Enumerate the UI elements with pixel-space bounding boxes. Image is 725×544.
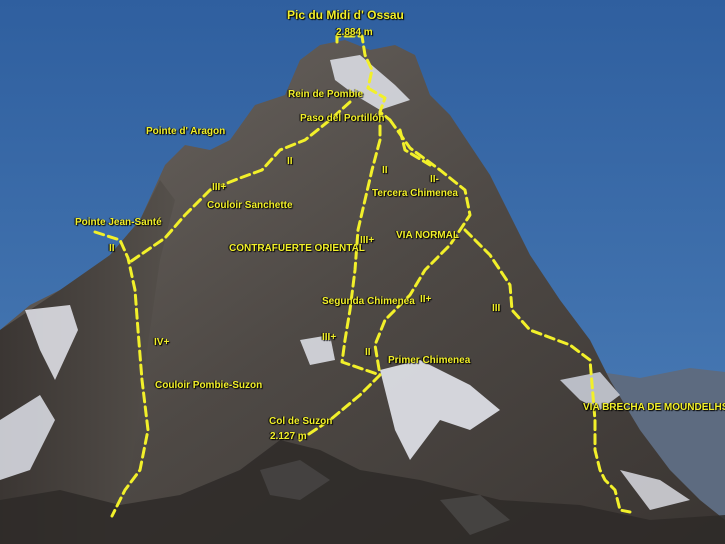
label-pointe-jean-sante: Pointe Jean-Santé [75, 217, 162, 228]
foreground-ridge [0, 440, 725, 544]
right-low-snow [620, 470, 690, 510]
grade-8: III [492, 303, 501, 314]
small-snow [300, 335, 335, 365]
route-contrafuerte [340, 110, 382, 377]
grade-10: III+ [322, 332, 337, 343]
label-via-normal: VIA NORMAL [396, 230, 459, 241]
label-tercera-chimenea: Tercera Chimenea [372, 188, 458, 199]
label-paso-portillon: Paso del Portillón [300, 113, 385, 124]
mountain-massif [0, 40, 725, 544]
grade-2: III+ [212, 182, 227, 193]
grade-9: IV+ [154, 337, 170, 348]
label-couloir-pombie-suzon: Couloir Pombie-Suzon [155, 380, 263, 391]
grade-6: II [109, 243, 115, 254]
grade-11: II [365, 347, 371, 358]
route-via-normal [298, 118, 472, 442]
grade-7: II+ [420, 294, 432, 305]
col-altitude: 2.127 m [270, 431, 307, 442]
label-primer-chimenea: Primer Chimenea [388, 355, 471, 366]
col-name: Col de Suzon [269, 416, 333, 427]
route-couloir-sanchette [128, 100, 352, 264]
right-snow [560, 372, 620, 410]
route-via-brecha [398, 128, 632, 514]
route-summit [335, 34, 374, 90]
central-snow [380, 360, 500, 460]
label-via-brecha: VIA BRECHA DE MOUNDELHS [583, 402, 725, 413]
label-pointe-aragon: Pointe d' Aragon [146, 126, 226, 137]
label-segunda-chimenea: Segunda Chimenea [322, 296, 415, 307]
summit-name: Pic du Midi d' Ossau [287, 8, 404, 22]
grade-4: II- [430, 174, 439, 185]
left-low-snow [0, 395, 55, 480]
grade-5: III+ [360, 235, 375, 246]
route-rein-pombie [366, 86, 392, 122]
grade-3: II [382, 165, 388, 176]
label-couloir-sanchette: Couloir Sanchette [207, 200, 293, 211]
grade-1: II [287, 156, 293, 167]
label-rein-pombie: Rein de Pombie [288, 89, 364, 100]
route-pombie-suzon [93, 230, 150, 518]
label-contrafuerte-oriental: CONTRAFUERTE ORIENTAL [229, 243, 365, 254]
left-snow [25, 305, 78, 380]
summit-altitude: 2.884 m [336, 27, 373, 38]
